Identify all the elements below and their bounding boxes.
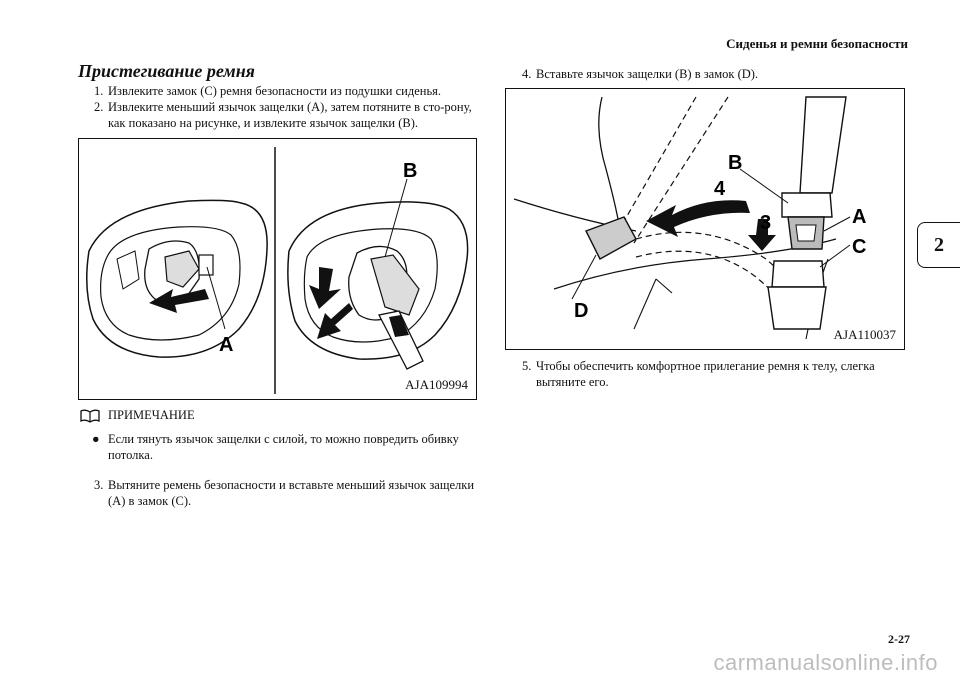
running-header: Сиденья и ремни безопасности	[726, 36, 908, 51]
step-1: 1. Извлеките замок (C) ремня безопасност…	[94, 83, 484, 99]
step-text: Вытяните ремень безопасности и вставьте …	[108, 478, 475, 508]
label-d: D	[574, 300, 588, 322]
step-number: 3.	[94, 478, 104, 492]
step-5: 5. Чтобы обеспечить комфортное прилегани…	[522, 358, 902, 390]
note-heading: ПРИМЕЧАНИЕ	[80, 408, 195, 423]
label-a: A	[219, 334, 233, 356]
label-4: 4	[714, 178, 726, 200]
step-number: 1.	[94, 84, 104, 98]
figure-code: AJA109994	[405, 377, 468, 392]
label-a: A	[852, 206, 866, 228]
step-text: Извлеките меньший язычок защелки (A), за…	[108, 100, 472, 130]
illustration-seat-buckle: B 4 3 A C D	[513, 96, 866, 340]
figure-buckle-insertion: B 4 3 A C D AJA110037	[505, 88, 905, 350]
note-text: Если тянуть язычок защелки с силой, то м…	[108, 432, 459, 462]
section-title: Пристегивание ремня	[78, 61, 255, 81]
watermark: carmanualsonline.info	[713, 650, 938, 675]
step-number: 5.	[522, 359, 532, 373]
step-3: 3. Вытяните ремень безопасности и вставь…	[94, 477, 484, 509]
step-text: Чтобы обеспечить комфортное прилегание р…	[536, 359, 875, 389]
label-b: B	[403, 160, 417, 182]
step-2: 2. Извлеките меньший язычок защелки (A),…	[94, 99, 484, 131]
label-b: B	[728, 152, 742, 174]
figure-tongue-removal: B A AJA109994	[78, 138, 477, 400]
note-book-icon	[80, 409, 100, 423]
note-title: ПРИМЕЧАНИЕ	[108, 408, 195, 422]
step-text: Извлеките замок (C) ремня безопасности и…	[108, 84, 442, 98]
figure-code: AJA110037	[833, 327, 896, 342]
label-3: 3	[760, 212, 771, 234]
note-item: ● Если тянуть язычок защелки с силой, то…	[92, 431, 472, 463]
label-c: C	[852, 236, 866, 258]
step-4: 4. Вставьте язычок защелки (B) в замок (…	[522, 66, 902, 82]
bullet-dot: ●	[92, 432, 100, 446]
step-number: 4.	[522, 67, 532, 81]
step-text: Вставьте язычок защелки (B) в замок (D).	[536, 67, 759, 81]
chapter-tab: 2	[917, 222, 960, 268]
illustration-headliner-buckle: B A	[86, 147, 469, 394]
step-number: 2.	[94, 100, 104, 114]
page-number: 2-27	[888, 632, 910, 646]
